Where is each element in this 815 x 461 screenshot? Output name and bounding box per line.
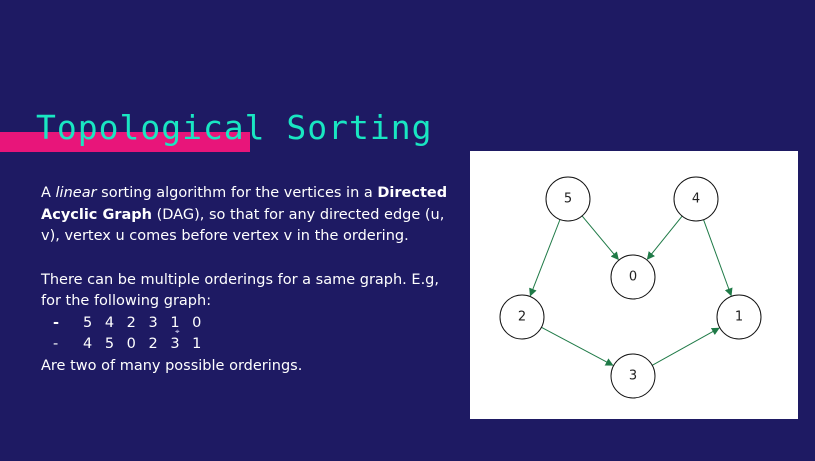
title-accent-bar	[0, 132, 250, 152]
graph-node-2: 2	[499, 294, 545, 340]
definition-linear: linear	[55, 185, 97, 201]
edge-4-to-0	[646, 215, 683, 260]
edge-4-to-1	[703, 219, 733, 297]
node-circle	[610, 353, 656, 399]
dag-diagram: 5 4 0 2 1 3	[499, 176, 762, 399]
closing-text: Are two of many possible orderings.	[41, 357, 303, 374]
node-label: 3	[629, 369, 637, 384]
multiple-orderings-paragraph: There can be multiple orderings for a sa…	[41, 271, 439, 310]
slide-body: A linear sorting algorithm for the verti…	[41, 183, 451, 377]
ordering-value: 5 4 2 3 1 0	[83, 314, 206, 331]
node-label: 5	[564, 192, 572, 207]
ordering-value: 4 5 0 2 3 1	[83, 336, 206, 352]
paragraph-gap	[41, 248, 451, 270]
definition-text-1: A	[41, 185, 56, 201]
graph-node-4: 4	[673, 176, 719, 222]
definition-dag: Directed Acyclic Graph	[41, 185, 448, 223]
node-label: 4	[692, 192, 700, 207]
node-circle	[545, 176, 591, 222]
definition-text-2: sorting algorithm for the vertices in a	[96, 185, 378, 201]
graph-node-3: 3	[610, 353, 656, 399]
ordering-item: - 4 5 0 2 3 1	[41, 334, 451, 356]
slide-title: Topological Sorting	[36, 108, 433, 147]
ordering-item: - 5 4 2 3 1 0	[41, 313, 451, 335]
ordering-bullet: -	[53, 336, 59, 352]
node-label: 0	[629, 270, 637, 285]
graph-node-5: 5	[545, 176, 591, 222]
definition-paragraph: A linear sorting algorithm for the verti…	[41, 183, 451, 248]
edge-5-to-2	[529, 219, 561, 297]
node-circle	[716, 294, 762, 340]
edge-2-to-3	[541, 326, 614, 366]
edge-3-to-1	[651, 327, 720, 366]
graph-node-1: 1	[716, 294, 762, 340]
mouse-cursor-icon: ⌖	[175, 327, 180, 336]
edge-5-to-0	[581, 215, 619, 261]
definition-text-3: (DAG), so that for any directed edge (u,…	[41, 206, 445, 245]
node-circle	[673, 176, 719, 222]
node-circle	[610, 254, 656, 300]
node-label: 1	[735, 310, 743, 325]
ordering-bullet: -	[53, 314, 60, 331]
node-circle	[499, 294, 545, 340]
graph-node-0: 0	[610, 254, 656, 300]
graph-figure: 5 4 0 2 1 3	[470, 151, 798, 419]
node-label: 2	[518, 310, 526, 325]
